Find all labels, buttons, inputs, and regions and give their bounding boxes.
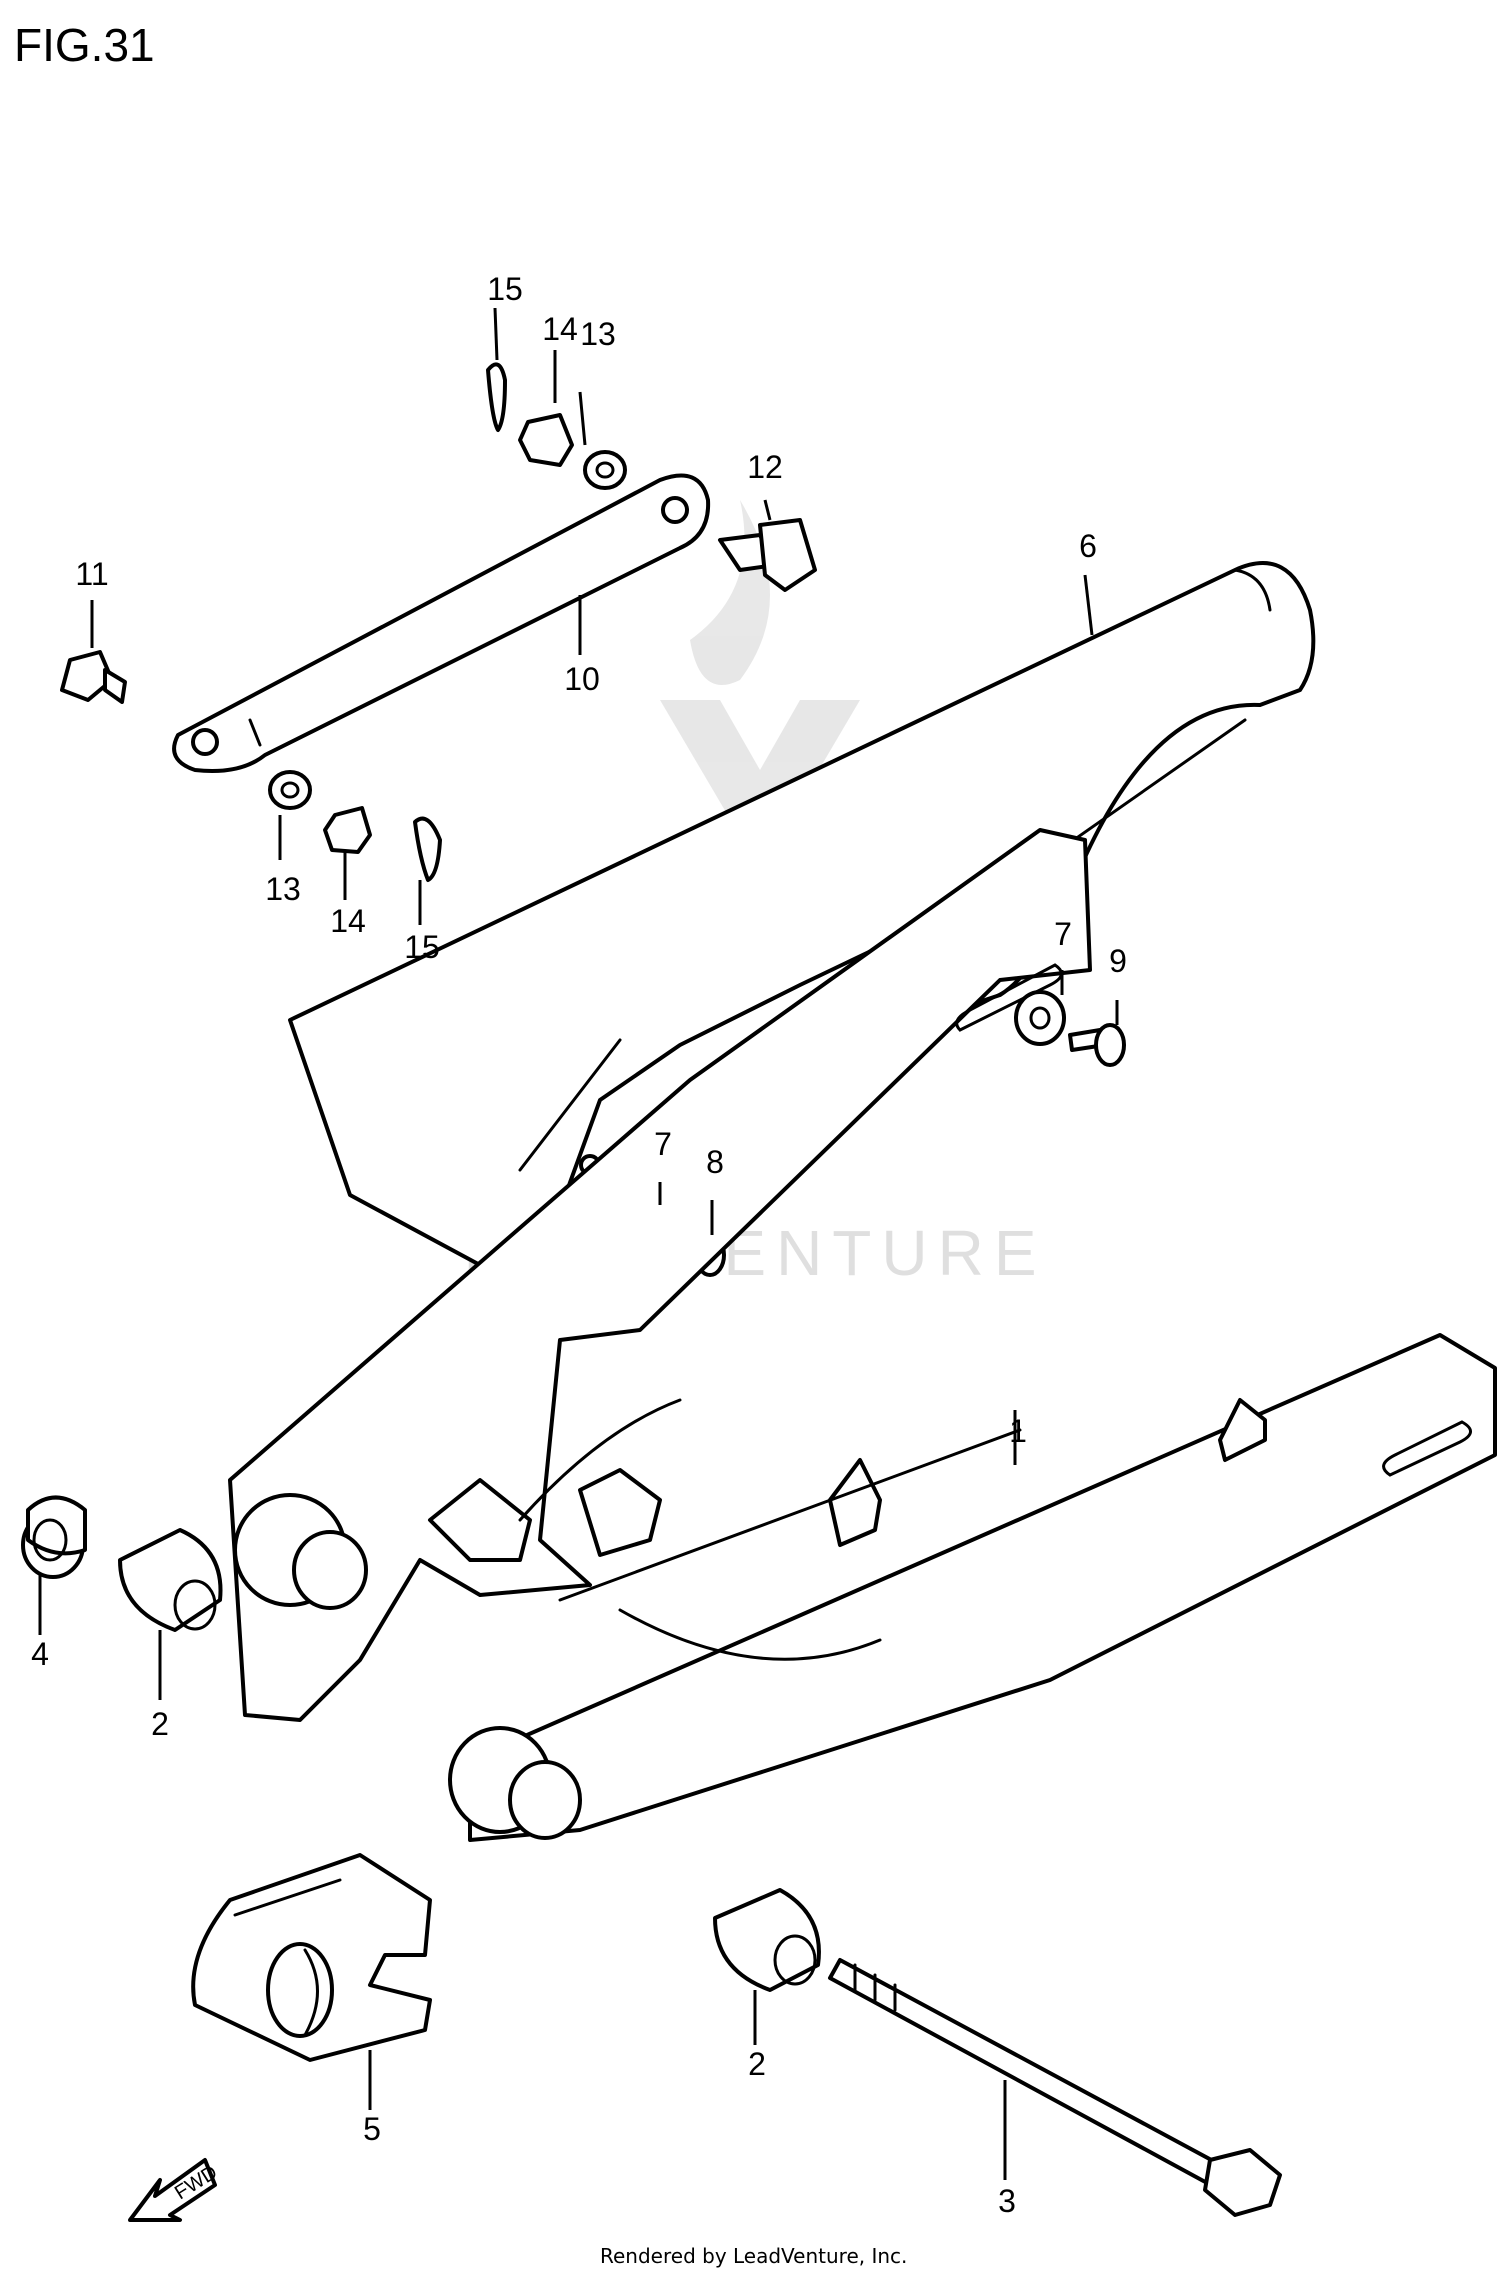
callout-15-bottom: 15 bbox=[404, 929, 440, 965]
cap-4[interactable] bbox=[21, 1495, 87, 1579]
pivot-bolt-3[interactable] bbox=[828, 1958, 1282, 2217]
cotter-pin-15-top[interactable] bbox=[486, 362, 507, 432]
leader-lines bbox=[38, 307, 1119, 2180]
callout-15-top: 15 bbox=[487, 271, 523, 307]
nut-14-top[interactable] bbox=[518, 413, 574, 467]
callout-9: 9 bbox=[1109, 943, 1127, 979]
cotter-pin-15-bottom[interactable] bbox=[413, 816, 442, 882]
callout-2-lower: 2 bbox=[748, 2046, 766, 2082]
callout-8: 8 bbox=[706, 1144, 724, 1180]
callout-11: 11 bbox=[75, 556, 108, 592]
callout-2-upper: 2 bbox=[151, 1706, 169, 1742]
swingarm[interactable] bbox=[228, 828, 1497, 1842]
render-credit: Rendered by LeadVenture, Inc. bbox=[600, 2244, 908, 2268]
bushing-2-lower[interactable] bbox=[713, 1888, 821, 1992]
callout-3: 3 bbox=[998, 2183, 1016, 2219]
callout-12: 12 bbox=[747, 449, 783, 485]
forward-direction-arrow: FWD bbox=[128, 2158, 221, 2222]
nut-14-bottom[interactable] bbox=[323, 806, 372, 854]
washer-13-top[interactable] bbox=[583, 450, 627, 490]
callout-6: 6 bbox=[1079, 528, 1097, 564]
callout-7-lower: 7 bbox=[654, 1126, 672, 1162]
callout-14-top: 14 bbox=[542, 311, 578, 347]
bolt-9[interactable] bbox=[1068, 1023, 1126, 1067]
chain-guard-5[interactable] bbox=[191, 1853, 432, 2062]
washer-7-upper[interactable] bbox=[1014, 990, 1066, 1046]
callout-14-bottom: 14 bbox=[330, 903, 366, 939]
callout-7-upper: 7 bbox=[1054, 916, 1072, 952]
figure-title: FIG.31 bbox=[14, 19, 155, 71]
bushing-2-upper[interactable] bbox=[118, 1528, 223, 1632]
callouts: 6 13 14 15 12 11 10 13 14 15 7 9 7 8 1 4… bbox=[31, 271, 1127, 2219]
callout-1: 1 bbox=[1009, 1413, 1027, 1449]
washer-13-bottom[interactable] bbox=[268, 770, 312, 810]
callout-10: 10 bbox=[564, 661, 600, 697]
bolt-11[interactable] bbox=[60, 650, 127, 704]
callout-13-top: 13 bbox=[580, 316, 616, 352]
torque-link[interactable] bbox=[172, 473, 711, 773]
bolt-12[interactable] bbox=[718, 518, 817, 592]
callout-13-bottom: 13 bbox=[265, 871, 301, 907]
callout-4: 4 bbox=[31, 1636, 49, 1672]
callout-5: 5 bbox=[363, 2111, 381, 2147]
